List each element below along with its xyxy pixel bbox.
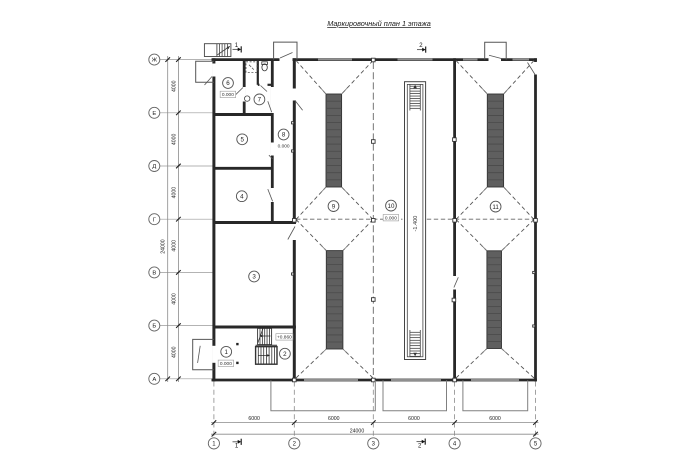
svg-text:8: 8 [282, 132, 286, 139]
svg-text:+0.860: +0.860 [277, 335, 292, 341]
svg-text:3: 3 [372, 442, 376, 448]
svg-text:3: 3 [252, 274, 256, 281]
svg-text:4: 4 [453, 442, 457, 448]
svg-text:2: 2 [419, 43, 423, 49]
svg-text:0.000: 0.000 [222, 92, 234, 98]
svg-text:4000: 4000 [172, 134, 178, 146]
svg-text:5: 5 [240, 137, 244, 144]
svg-text:4000: 4000 [172, 346, 178, 358]
svg-text:0.000: 0.000 [385, 215, 397, 221]
svg-text:1: 1 [212, 442, 216, 448]
svg-text:24000: 24000 [161, 239, 167, 254]
svg-text:6000: 6000 [328, 416, 340, 422]
svg-text:10: 10 [388, 203, 395, 210]
svg-text:Е: Е [152, 111, 156, 117]
svg-text:1: 1 [235, 43, 239, 49]
svg-text:4: 4 [240, 193, 244, 200]
svg-text:6000: 6000 [489, 416, 501, 422]
svg-text:7: 7 [258, 97, 262, 104]
svg-text:6000: 6000 [248, 416, 260, 422]
svg-text:5: 5 [534, 442, 538, 448]
svg-text:6000: 6000 [408, 416, 420, 422]
svg-text:0.000: 0.000 [220, 361, 232, 367]
svg-text:1: 1 [235, 444, 239, 450]
svg-text:Г: Г [153, 217, 157, 223]
svg-text:Б: Б [152, 324, 156, 330]
svg-text:Маркировочный план 1 этажа: Маркировочный план 1 этажа [327, 19, 431, 28]
svg-text:4000: 4000 [172, 293, 178, 305]
svg-text:11: 11 [492, 204, 499, 211]
svg-text:Ж: Ж [152, 58, 158, 64]
svg-text:Д: Д [152, 164, 156, 170]
svg-text:9: 9 [332, 203, 336, 210]
svg-text:2: 2 [283, 351, 287, 358]
svg-text:2: 2 [418, 443, 422, 449]
svg-text:24000: 24000 [350, 428, 365, 434]
svg-text:0.000: 0.000 [278, 143, 290, 149]
svg-text:4000: 4000 [172, 187, 178, 199]
svg-text:В: В [152, 271, 156, 277]
svg-text:1: 1 [224, 349, 228, 356]
svg-text:2: 2 [293, 442, 297, 448]
svg-text:А: А [152, 377, 156, 383]
svg-text:4000: 4000 [172, 80, 178, 92]
svg-text:-1.400: -1.400 [413, 216, 419, 232]
svg-text:6: 6 [226, 80, 230, 87]
svg-text:4000: 4000 [172, 240, 178, 252]
